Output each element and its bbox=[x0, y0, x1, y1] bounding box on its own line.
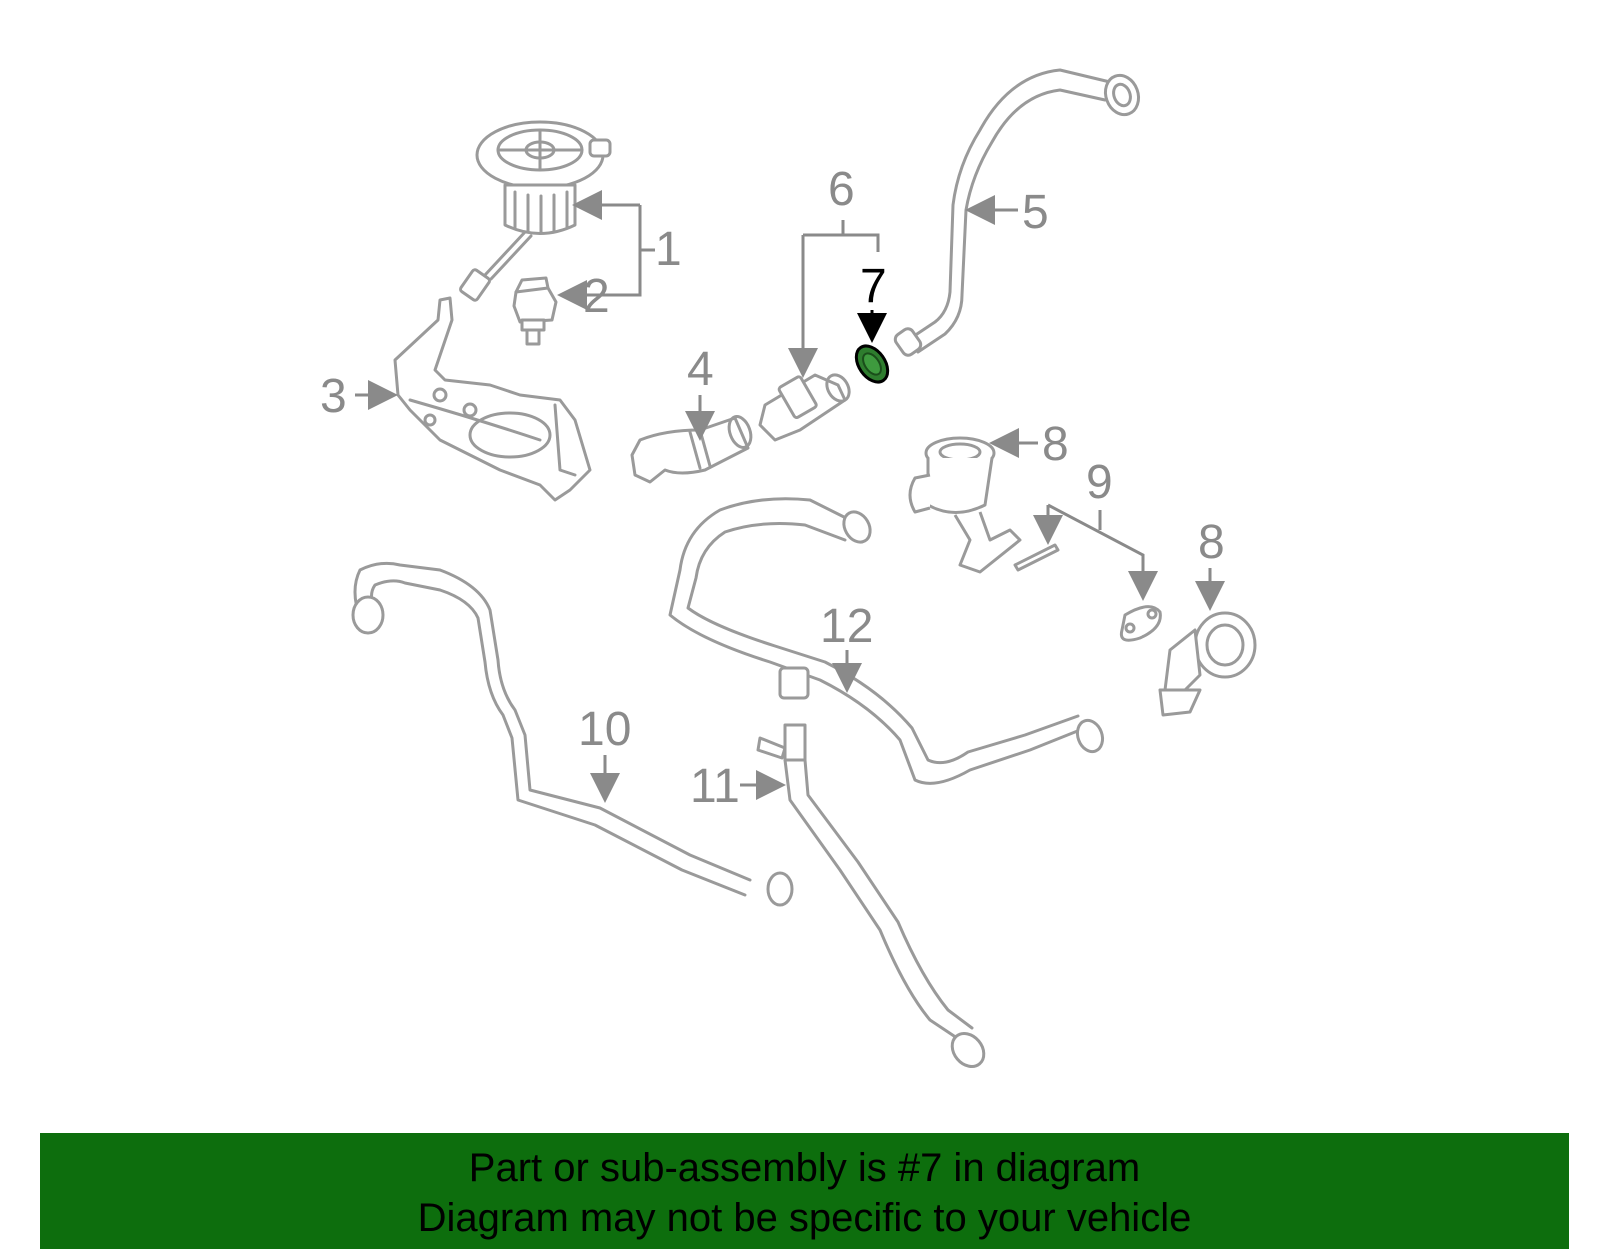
part-3-bracket bbox=[393, 296, 592, 502]
callout-labels: 1 2 3 4 5 6 7 8 8 9 10 11 12 bbox=[320, 163, 1225, 813]
callout-6: 6 bbox=[828, 163, 855, 216]
part-7-seal-highlighted bbox=[854, 344, 890, 384]
callout-3: 3 bbox=[320, 370, 347, 423]
callout-10: 10 bbox=[578, 703, 631, 756]
part-8-valve-upper bbox=[908, 436, 1022, 574]
callout-1: 1 bbox=[655, 223, 682, 276]
callout-9: 9 bbox=[1086, 456, 1113, 509]
banner-part-text: Part or sub-assembly is #7 in diagram bbox=[468, 1146, 1141, 1190]
leader-lines bbox=[355, 190, 1225, 803]
part-6-connector bbox=[758, 373, 851, 442]
part-5-hose bbox=[893, 68, 1141, 357]
part-9-gaskets bbox=[1013, 543, 1162, 642]
part-1-air-pump bbox=[459, 120, 612, 302]
part-11-hose bbox=[756, 723, 986, 1068]
callout-4: 4 bbox=[687, 343, 714, 396]
part-8-valve-lower bbox=[1158, 611, 1257, 717]
callout-5: 5 bbox=[1022, 186, 1049, 239]
callout-7: 7 bbox=[860, 260, 887, 313]
part-4-elbow bbox=[630, 415, 753, 484]
part-12-hose bbox=[668, 497, 1105, 785]
callout-8-upper: 8 bbox=[1042, 418, 1069, 471]
part-2-sensor bbox=[512, 276, 558, 346]
info-banner: Part or sub-assembly is #7 in diagram Di… bbox=[40, 1133, 1569, 1249]
part-10-hose bbox=[351, 561, 794, 907]
callout-8-lower: 8 bbox=[1198, 516, 1225, 569]
callout-2: 2 bbox=[583, 270, 610, 323]
callout-12: 12 bbox=[820, 600, 873, 653]
callout-11: 11 bbox=[690, 760, 740, 813]
banner-disclaimer-text: Diagram may not be specific to your vehi… bbox=[417, 1196, 1192, 1240]
